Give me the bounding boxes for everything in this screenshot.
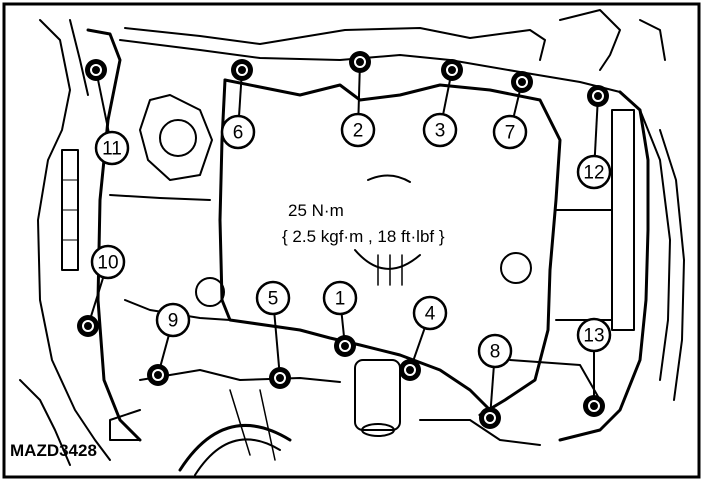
bolt-heads: [77, 51, 609, 429]
callout-circle: [220, 114, 256, 150]
bolt-6: [231, 59, 253, 81]
callout-8: 8: [477, 333, 513, 369]
bolt-1: [334, 335, 356, 357]
bolt-8: [479, 407, 501, 429]
callout-3: 3: [422, 112, 458, 148]
callout-5: 5: [255, 280, 291, 316]
callout-label: 1: [335, 289, 346, 310]
leader-line-6: [238, 78, 243, 117]
bolt-3: [441, 59, 463, 81]
bolt-7: [511, 71, 533, 93]
callout-label: 11: [102, 139, 122, 160]
figure-code-label: MAZD3428: [10, 441, 97, 460]
callout-circle: [422, 112, 458, 148]
bolt-9: [147, 364, 169, 386]
callout-label: 10: [97, 253, 118, 274]
engine-line-art: [19, 9, 685, 476]
callout-circle: [94, 130, 130, 166]
bolt-4: [399, 359, 421, 381]
callout-circle: [492, 114, 528, 150]
callout-label: 9: [168, 311, 179, 332]
callout-10: 10: [90, 244, 126, 280]
callout-circle: [90, 244, 126, 280]
callout-4: 4: [412, 295, 448, 331]
leader-line-7: [512, 90, 521, 117]
callout-circle: [322, 280, 358, 316]
callout-circle: [576, 154, 612, 190]
bolt-12: [587, 85, 609, 107]
callout-circle: [255, 280, 291, 316]
callout-9: 9: [155, 302, 191, 338]
callout-circle: [412, 295, 448, 331]
callout-label: 5: [268, 289, 279, 310]
callout-label: 6: [233, 123, 244, 144]
leader-line-12: [593, 104, 599, 157]
leader-line-10: [89, 276, 105, 318]
callout-label: 7: [505, 123, 516, 144]
callout-1: 1: [322, 280, 358, 316]
callout-2: 2: [340, 112, 376, 148]
torque-spec-line2: { 2.5 kgf·m , 18 ft·lbf }: [282, 227, 445, 246]
leader-line-5: [273, 313, 281, 370]
leader-line-1: [340, 313, 346, 338]
leader-line-9: [159, 335, 170, 367]
callout-label: 4: [425, 304, 436, 325]
callout-label: 13: [583, 326, 604, 347]
bolt-5: [269, 367, 291, 389]
callout-circle: [477, 333, 513, 369]
bolt-2: [349, 51, 371, 73]
leader-line-3: [442, 78, 452, 115]
callout-12: 12: [576, 154, 612, 190]
callout-circle: [340, 112, 376, 148]
callout-label: 8: [490, 342, 501, 363]
callout-label: 2: [353, 121, 364, 142]
leader-lines: [89, 70, 599, 410]
callout-label: 3: [435, 121, 446, 142]
callout-7: 7: [492, 114, 528, 150]
callout-11: 11: [94, 130, 130, 166]
callout-label: 12: [583, 163, 604, 184]
bolt-13: [583, 395, 605, 417]
callout-circle: [576, 317, 612, 353]
leader-line-8: [489, 366, 495, 410]
torque-spec-line1: 25 N·m: [288, 201, 344, 220]
leader-line-11: [96, 78, 110, 133]
callout-circle: [155, 302, 191, 338]
callout-6: 6: [220, 114, 256, 150]
leader-line-4: [412, 327, 426, 362]
bolt-11: [85, 59, 107, 81]
bolt-10: [77, 315, 99, 337]
callout-13: 13: [576, 317, 612, 353]
leader-line-2: [357, 70, 361, 115]
